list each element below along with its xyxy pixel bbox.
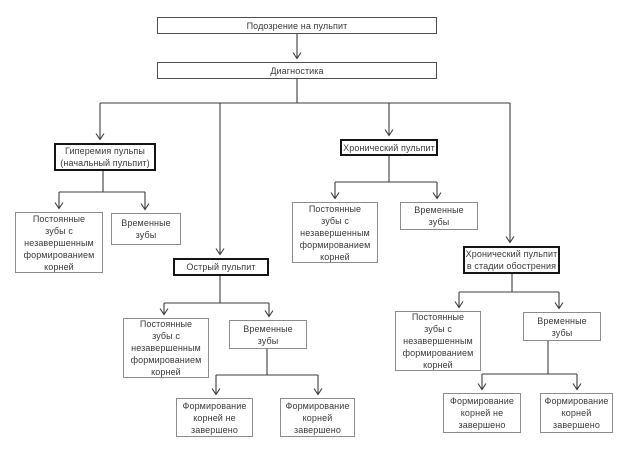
- connector-diagnostics-trunk: [100, 79, 510, 104]
- node-chronic-permanent: Постоянные зубы с незавершенным формиров…: [292, 202, 378, 263]
- node-diagnostics: Диагностика: [157, 62, 437, 79]
- node-acute-roots-incomplete: Формирование корней не завершено: [176, 398, 253, 437]
- connector-chronic-trunk: [335, 156, 437, 183]
- node-hyperemia: Гиперемия пульпы (начальный пульпит): [54, 143, 156, 171]
- node-hyperemia-permanent: Постоянные зубы с незавершенным формиров…: [15, 212, 103, 273]
- connector-exacerbation-temporary-trunk: [482, 341, 577, 375]
- connector-acute-temporary-trunk: [216, 349, 318, 376]
- node-exacerbation-roots-incomplete: Формирование корней не завершено: [443, 393, 521, 433]
- node-chronic-temporary: Временные зубы: [400, 202, 478, 230]
- node-suspicion: Подозрение на пульпит: [157, 17, 437, 34]
- node-acute: Острый пульпит: [173, 258, 269, 276]
- node-exacerbation-temporary: Временные зубы: [523, 312, 601, 341]
- node-acute-permanent: Постоянные зубы с незавершенным формиров…: [123, 318, 209, 378]
- connector-acute-trunk: [164, 276, 269, 304]
- node-exacerbation-permanent: Постоянные зубы с незавершенным формиров…: [395, 311, 481, 371]
- connector-hyperemia-trunk: [59, 171, 145, 193]
- node-chronic-exacerbation: Хронический пульпит в стадии обострения: [463, 246, 560, 274]
- node-hyperemia-temporary: Временные зубы: [111, 213, 181, 245]
- node-exacerbation-roots-complete: Формирование корней завершено: [540, 393, 613, 433]
- node-acute-temporary: Временные зубы: [229, 320, 307, 349]
- connector-exacerbation-trunk: [459, 274, 559, 293]
- node-chronic: Хронический пульпит: [340, 139, 438, 156]
- node-acute-roots-complete: Формирование корней завершено: [280, 398, 355, 437]
